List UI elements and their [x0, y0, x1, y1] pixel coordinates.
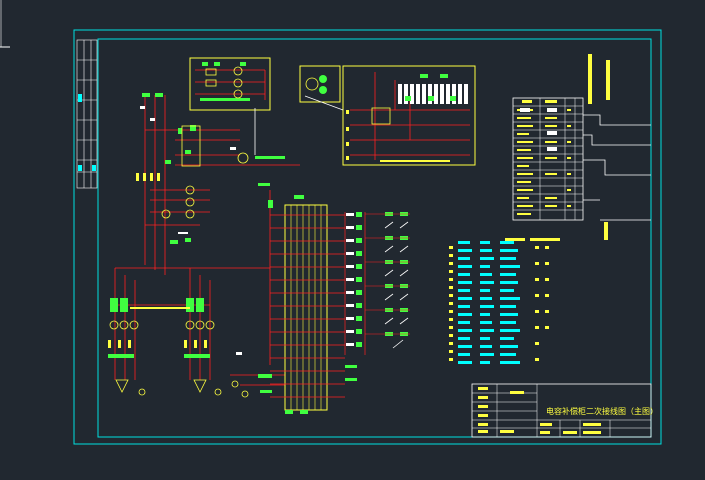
schematic-left-components: [108, 93, 285, 398]
terminal-block: [270, 195, 357, 414]
detail-box-top-left: [189, 57, 271, 155]
component-list: [449, 238, 560, 364]
parts-table: [512, 54, 651, 240]
title-block: 电容补偿柜二次接线图（主图）: [471, 383, 658, 438]
schematic-left: [114, 95, 300, 386]
drawing-title: 电容补偿柜二次接线图（主图）: [546, 406, 658, 416]
relay-column: [344, 212, 410, 355]
detail-box-top-center: [299, 65, 476, 166]
inner-frame: [97, 38, 652, 438]
outer-frame: [73, 29, 662, 445]
binding-strip: [76, 39, 98, 189]
